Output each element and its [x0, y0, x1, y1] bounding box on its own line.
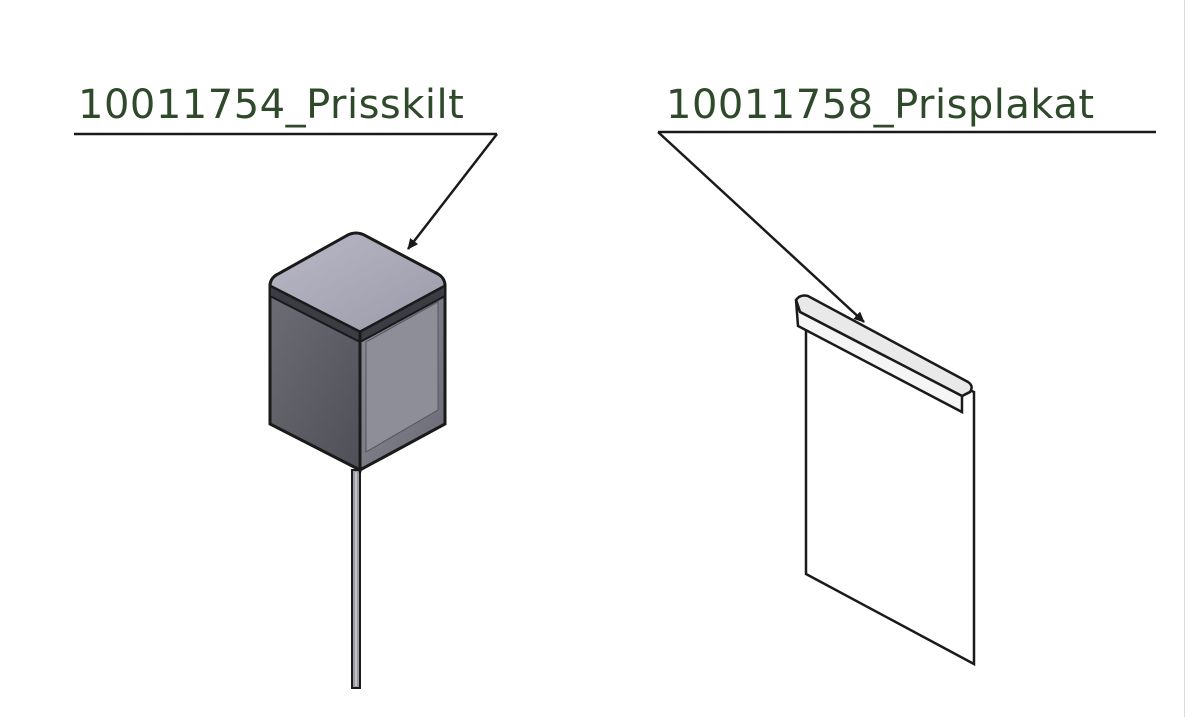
sign-pole — [351, 469, 361, 689]
poster-rail-top — [794, 294, 973, 398]
price-sign-part[interactable] — [268, 231, 447, 689]
price-poster-part[interactable] — [794, 294, 976, 667]
sign-box-panel — [365, 301, 439, 453]
callout-label-prisplakat: 10011758_Prisplakat — [666, 82, 1095, 128]
leader-line-prisskilt — [407, 133, 498, 250]
poster-rail-front — [794, 299, 964, 415]
poster-rail-end — [961, 390, 971, 398]
callout-prisskilt[interactable]: 10011754_Prisskilt — [74, 82, 498, 250]
sheet-border-right — [1184, 0, 1185, 717]
callout-prisplakat[interactable]: 10011758_Prisplakat — [657, 82, 1156, 323]
leader-line-prisplakat — [657, 131, 865, 323]
callout-label-prisskilt: 10011754_Prisskilt — [78, 82, 464, 128]
